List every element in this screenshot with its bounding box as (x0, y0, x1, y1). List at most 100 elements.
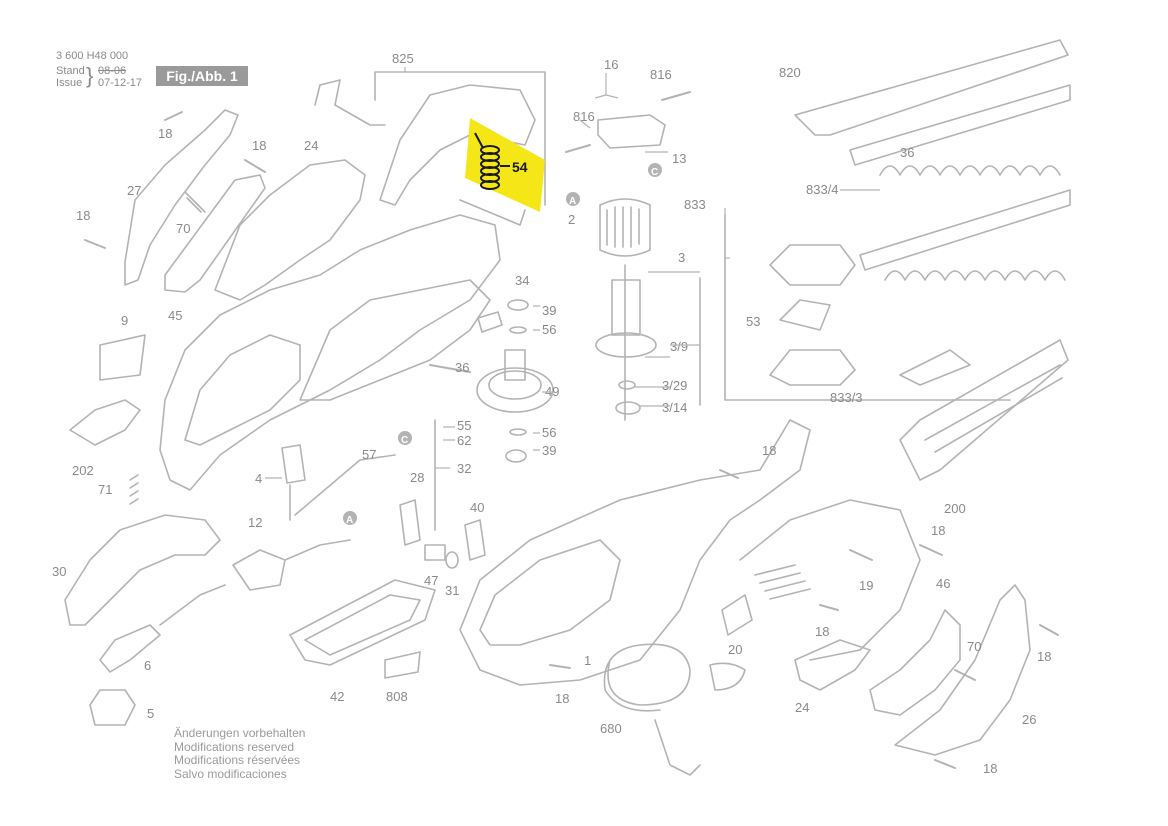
gear-49-inner (488, 370, 542, 400)
lever (314, 79, 386, 126)
part-label[interactable]: 13 (672, 151, 686, 166)
part-label[interactable]: 18 (252, 138, 266, 153)
part-label[interactable]: 18 (983, 761, 997, 776)
label-808 (384, 651, 421, 679)
document-number: 3 600 H48 000 (56, 50, 129, 62)
part-label[interactable]: 19 (859, 578, 873, 593)
part-label[interactable]: 18 (76, 208, 90, 223)
part-label[interactable]: 30 (52, 564, 66, 579)
part-label[interactable]: 57 (362, 447, 376, 462)
part-label[interactable]: 26 (1022, 712, 1036, 727)
handle-cover-27 (124, 109, 239, 286)
part-label[interactable]: 3/14 (662, 400, 687, 415)
part-label[interactable]: 816 (650, 67, 672, 82)
part-label[interactable]: 71 (98, 482, 112, 497)
part-label[interactable]: 39 (542, 443, 556, 458)
end-guard-26 (894, 584, 1031, 756)
part-label[interactable]: 200 (944, 501, 966, 516)
handle-30 (64, 514, 221, 626)
part-label[interactable]: 24 (304, 138, 318, 153)
housing-1-window (479, 539, 621, 646)
blade-teeth-upper (879, 165, 1061, 176)
part-label[interactable]: 3/9 (670, 339, 688, 354)
part-label[interactable]: 3/29 (662, 378, 687, 393)
trigger-24b (794, 639, 871, 691)
part-label[interactable]: 28 (410, 470, 424, 485)
part-label[interactable]: 18 (931, 523, 945, 538)
gear-49 (476, 367, 554, 413)
part-label[interactable]: 18 (1037, 649, 1051, 664)
part-label[interactable]: 6 (144, 658, 151, 673)
part-label[interactable]: 53 (746, 314, 760, 329)
part-label[interactable]: 56 (542, 425, 556, 440)
svg-text:A: A (346, 515, 353, 526)
spring-70 (184, 191, 206, 213)
blade-guard-820 (794, 39, 1069, 136)
blade-lower (859, 189, 1071, 271)
part-label[interactable]: 18 (158, 126, 172, 141)
part-label[interactable]: 680 (600, 721, 622, 736)
part-label[interactable]: 42 (330, 689, 344, 704)
blade-base-plate2 (769, 349, 856, 386)
washer-56b (509, 428, 527, 436)
part-label[interactable]: 20 (728, 642, 742, 657)
part-label[interactable]: 46 (936, 576, 950, 591)
highlight-54[interactable]: 54 (465, 118, 545, 212)
part-label[interactable]: 27 (127, 183, 141, 198)
part-label[interactable]: 62 (457, 433, 471, 448)
part-label[interactable]: 5 (147, 706, 154, 721)
part-label[interactable]: 34 (515, 273, 529, 288)
part-label[interactable]: 45 (168, 308, 182, 323)
bracket-833 (724, 214, 1011, 401)
part-label[interactable]: 820 (779, 65, 801, 80)
cover-42-inner (304, 594, 421, 656)
part-label[interactable]: 55 (457, 418, 471, 433)
part-label[interactable]: 36 (900, 145, 914, 160)
part-label[interactable]: 70 (967, 639, 981, 654)
plug-5 (89, 689, 136, 726)
part-label[interactable]: 12 (248, 515, 262, 530)
shell-24 (214, 159, 366, 301)
bracket-825 (374, 71, 546, 206)
part-label[interactable]: 47 (424, 573, 438, 588)
part-label[interactable]: 70 (176, 221, 190, 236)
marker-c-top: C (648, 163, 662, 178)
capacitor-12 (232, 549, 286, 591)
part-label[interactable]: 825 (392, 51, 414, 66)
part-label[interactable]: 31 (445, 583, 459, 598)
part-label[interactable]: 2 (568, 212, 575, 227)
bearing-3-29 (618, 380, 636, 390)
part-label[interactable]: 56 (542, 322, 556, 337)
part-label[interactable]: 3 (678, 250, 685, 265)
label-9 (99, 334, 146, 381)
part-label[interactable]: 808 (386, 689, 408, 704)
part-label[interactable]: 39 (542, 303, 556, 318)
marker-a-top: A (566, 192, 580, 207)
part-label[interactable]: 833 (684, 197, 706, 212)
bearing-3-14 (615, 401, 641, 415)
part-label[interactable]: 202 (72, 463, 94, 478)
part-label[interactable]: 833/3 (830, 390, 863, 405)
washer-53 (779, 299, 831, 331)
part-label[interactable]: 18 (815, 624, 829, 639)
part-label[interactable]: 36 (455, 360, 469, 375)
footer-line: Änderungen vorbehalten (174, 726, 306, 740)
part-label[interactable]: 18 (555, 691, 569, 706)
part-label[interactable]: 40 (470, 500, 484, 515)
part-label[interactable]: 16 (604, 57, 618, 72)
screw-18-d (719, 469, 739, 479)
part-label[interactable]: 18 (762, 443, 776, 458)
part-label[interactable]: 833/4 (806, 182, 839, 197)
part-label[interactable]: 9 (121, 313, 128, 328)
part-label[interactable]: 24 (795, 700, 809, 715)
part-label[interactable]: 32 (457, 461, 471, 476)
spring-71 (129, 474, 139, 505)
rod-36 (429, 364, 471, 373)
screw-18-i (1039, 624, 1059, 636)
blade-teeth-lower (884, 270, 1066, 281)
part-label[interactable]: 816 (573, 109, 595, 124)
gear-housing (299, 279, 491, 401)
part-label[interactable]: 1 (584, 653, 591, 668)
part-label[interactable]: 4 (255, 471, 262, 486)
